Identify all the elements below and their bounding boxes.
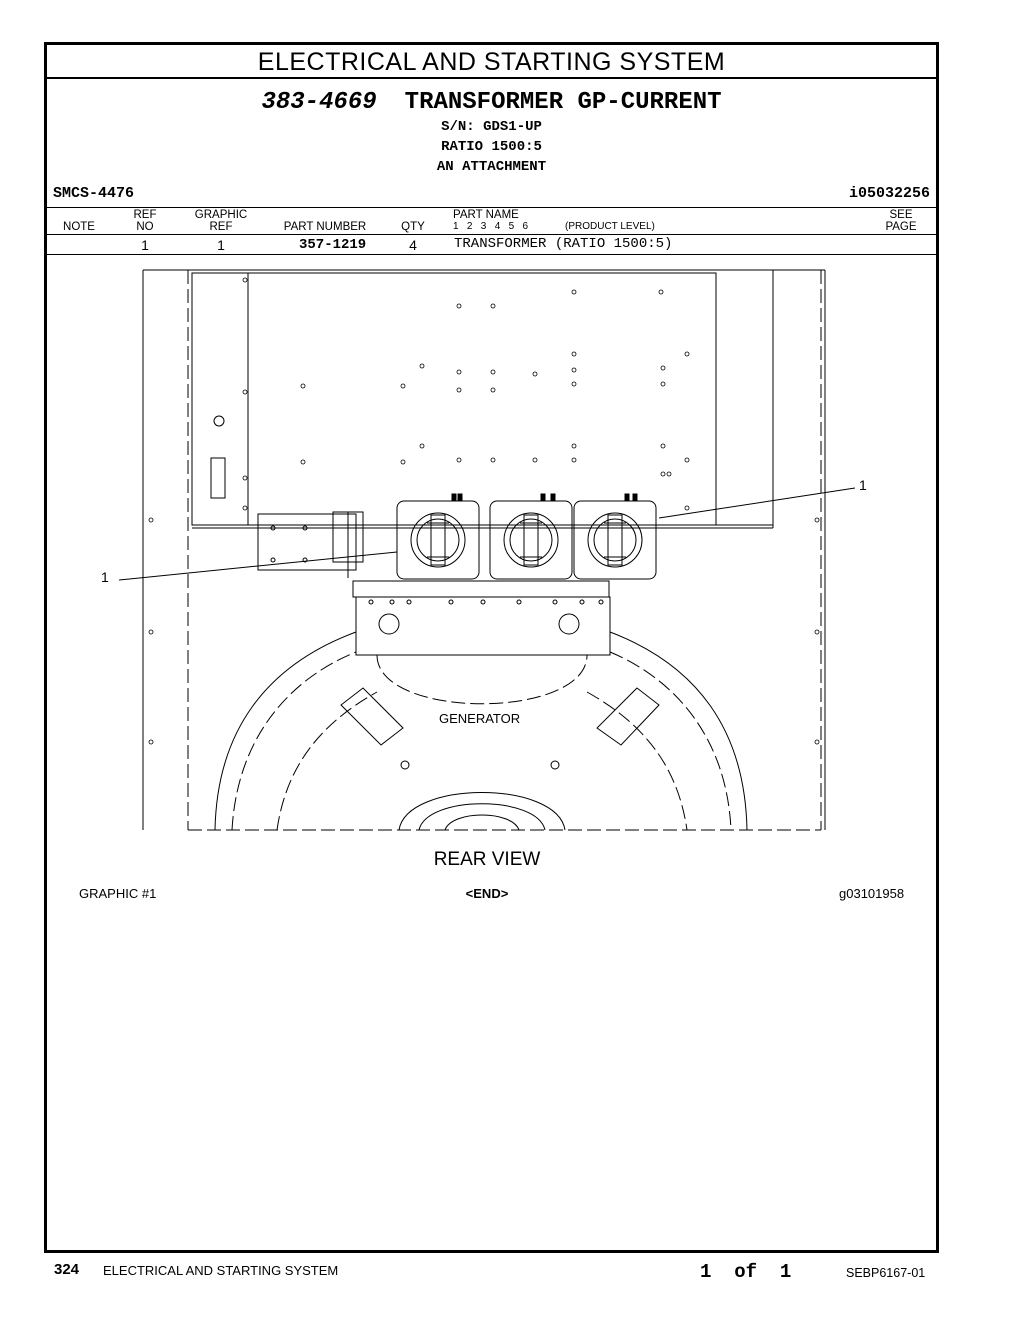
callout-right: 1 <box>859 477 867 493</box>
row-ref-no: 1 <box>141 237 149 253</box>
smcs-code: SMCS-4476 <box>53 185 135 202</box>
table-top-rule <box>47 207 936 208</box>
row-part-number: 357-1219 <box>299 237 367 253</box>
col-part-number: PART NUMBER <box>283 221 367 233</box>
col-note: NOTE <box>63 221 95 233</box>
row-part-name: TRANSFORMER (RATIO 1500:5) <box>454 236 673 252</box>
col-qty: QTY <box>401 221 425 233</box>
group-name: TRANSFORMER GP-CURRENT <box>404 89 722 116</box>
assembly-drawing <box>118 269 856 831</box>
col-graphic-ref-line1: GRAPHIC <box>194 209 248 221</box>
col-product-level: (PRODUCT LEVEL) <box>565 221 655 232</box>
view-label: REAR VIEW <box>433 849 541 870</box>
row-graphic-ref: 1 <box>217 237 225 253</box>
header-rule <box>47 234 936 235</box>
row-rule <box>47 254 936 255</box>
callout-left: 1 <box>101 569 109 585</box>
illustration-id: i05032256 <box>848 185 930 202</box>
end-marker: <END> <box>465 886 509 901</box>
graphic-number: GRAPHIC #1 <box>79 886 157 901</box>
footer-section: ELECTRICAL AND STARTING SYSTEM <box>103 1263 339 1278</box>
col-ref-no-line1: REF <box>133 209 157 221</box>
generator-label: GENERATOR <box>439 711 521 726</box>
col-graphic-ref-line2: REF <box>209 221 233 233</box>
document-id: SEBP6167-01 <box>846 1266 926 1280</box>
col-see-page-line2: PAGE <box>885 221 917 233</box>
attachment: AN ATTACHMENT <box>436 159 547 175</box>
graphic-id: g03101958 <box>839 886 905 901</box>
page-number: 324 <box>54 1261 80 1278</box>
col-see-page-line1: SEE <box>889 209 913 221</box>
col-ref-no-line2: NO <box>136 221 154 233</box>
serial-number: S/N: GDS1-UP <box>441 119 542 135</box>
page-count: 1 of 1 <box>700 1261 792 1283</box>
section-title: ELECTRICAL AND STARTING SYSTEM <box>47 45 936 79</box>
col-part-name: PART NAME <box>453 209 519 221</box>
ratio: RATIO 1500:5 <box>441 139 542 155</box>
group-headline: 383-4669 TRANSFORMER GP-CURRENT <box>47 89 936 116</box>
col-levels: 1 2 3 4 5 6 <box>453 221 529 232</box>
row-qty: 4 <box>409 237 417 253</box>
group-number: 383-4669 <box>261 89 377 116</box>
